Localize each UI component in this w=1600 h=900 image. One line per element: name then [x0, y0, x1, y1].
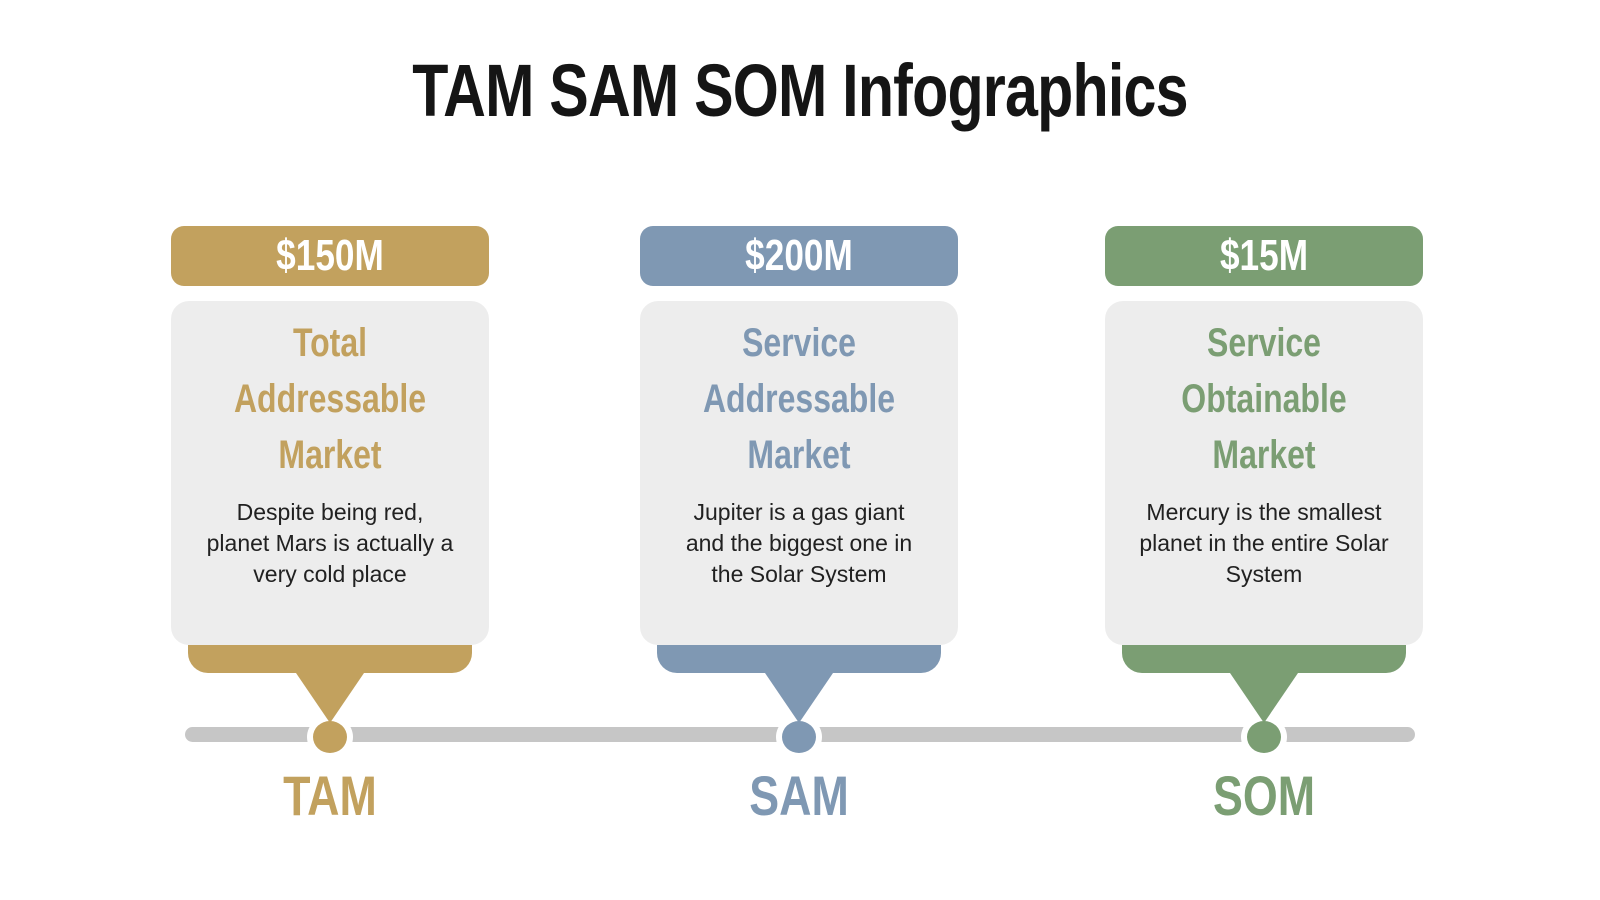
- amount-badge: $15M: [1105, 226, 1423, 286]
- card-heading: Total Addressable Market: [233, 321, 427, 477]
- pointer-band: [188, 645, 472, 673]
- card-heading: Service Obtainable Market: [1181, 321, 1347, 477]
- info-card: Service Addressable Market Jupiter is a …: [640, 301, 958, 645]
- pointer-arrow: [1230, 673, 1298, 723]
- info-card: Total Addressable Market Despite being r…: [171, 301, 489, 645]
- timeline-label: TAM: [283, 764, 377, 827]
- market-column-tam: $150M Total Addressable Market Despite b…: [171, 226, 489, 846]
- amount-badge: $200M: [640, 226, 958, 286]
- pointer-band: [657, 645, 941, 673]
- market-column-som: $15M Service Obtainable Market Mercury i…: [1105, 226, 1423, 846]
- amount-badge: $150M: [171, 226, 489, 286]
- timeline-label: SOM: [1212, 764, 1316, 827]
- pointer-arrow: [765, 673, 833, 723]
- amount-value: $200M: [745, 231, 853, 280]
- page-title: TAM SAM SOM Infographics: [412, 49, 1188, 132]
- pointer-arrow: [296, 673, 364, 723]
- card-description: Mercury is the smallest planet in the en…: [1139, 499, 1389, 587]
- pointer-band: [1122, 645, 1406, 673]
- card-description: Jupiter is a gas giant and the biggest o…: [685, 499, 913, 587]
- card-description: Despite being red, planet Mars is actual…: [206, 499, 454, 587]
- market-column-sam: $200M Service Addressable Market Jupiter…: [640, 226, 958, 846]
- timeline-label: SAM: [749, 764, 849, 827]
- info-card: Service Obtainable Market Mercury is the…: [1105, 301, 1423, 645]
- amount-value: $15M: [1219, 231, 1309, 280]
- amount-value: $150M: [276, 231, 384, 280]
- card-heading: Service Addressable Market: [702, 321, 896, 477]
